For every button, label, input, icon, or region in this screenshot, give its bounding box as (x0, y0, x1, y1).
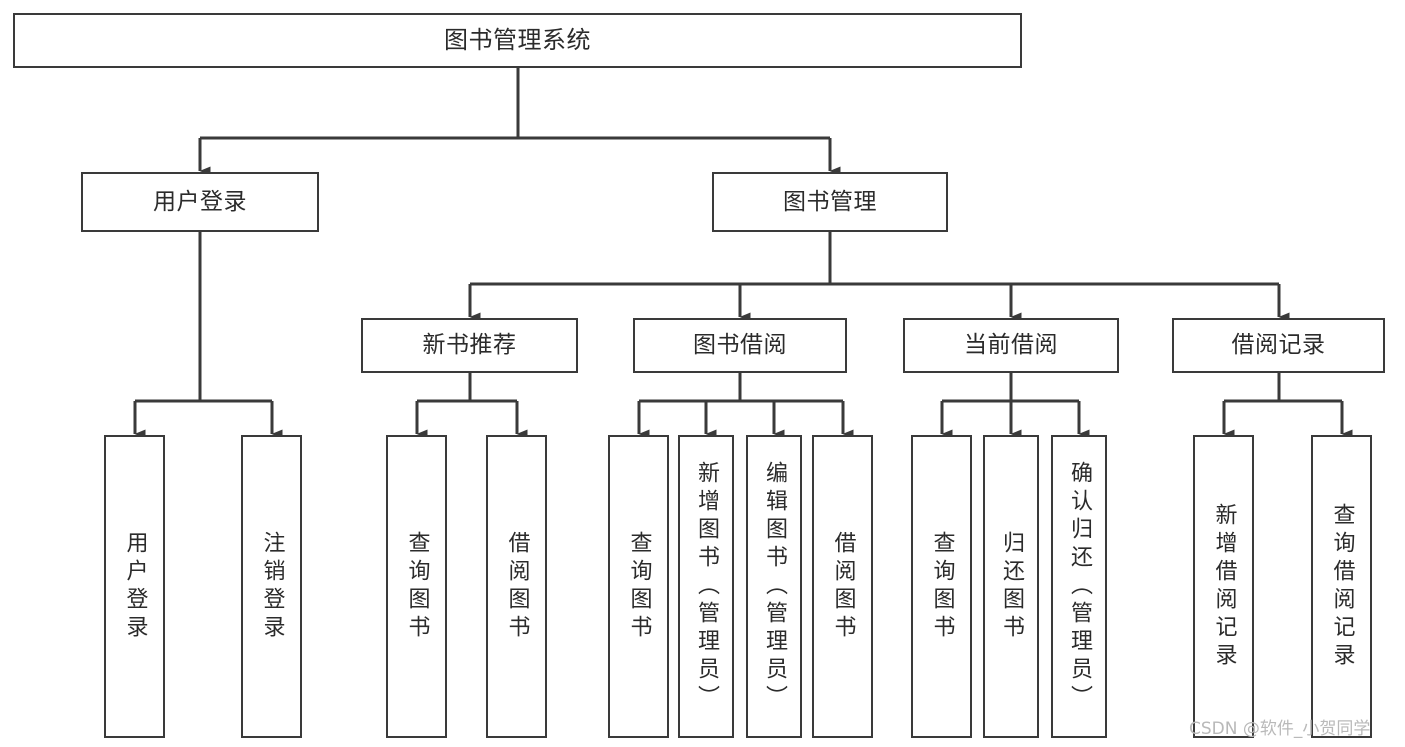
node-label-leaf-borrow-book-1: 借阅图书 (504, 530, 530, 643)
node-label-leaf-borrow-book-2: 借阅图书 (830, 530, 856, 643)
node-label-book-borrow: 图书借阅 (693, 332, 787, 359)
node-label-leaf-add-record: 新增借阅记录 (1211, 502, 1237, 671)
node-book-manage[interactable]: 图书管理 (712, 172, 948, 232)
edge-bus-borrow-record (1224, 373, 1342, 403)
node-label-leaf-query-book-3: 查询图书 (929, 530, 955, 643)
node-label-borrow-record: 借阅记录 (1231, 332, 1326, 359)
node-leaf-query-record[interactable]: 查询借阅记录 (1311, 435, 1372, 738)
node-leaf-query-book-2[interactable]: 查询图书 (608, 435, 669, 738)
node-label-current-borrow: 当前借阅 (964, 332, 1058, 359)
node-label-root: 图书管理系统 (444, 25, 591, 54)
node-leaf-query-book-1[interactable]: 查询图书 (386, 435, 447, 738)
edge-bus-book-borrow (639, 373, 843, 403)
node-new-book-rec[interactable]: 新书推荐 (361, 318, 578, 373)
edge-bus-user-login (135, 232, 272, 403)
node-user-login[interactable]: 用户登录 (81, 172, 319, 232)
node-label-leaf-user-login: 用户登录 (122, 530, 148, 643)
node-current-borrow[interactable]: 当前借阅 (903, 318, 1119, 373)
node-label-leaf-edit-book: 编辑图书（管理员） (762, 460, 787, 713)
csdn-watermark: CSDN @软件_小贺同学 (1189, 719, 1371, 739)
node-label-leaf-add-book: 新增图书（管理员） (694, 460, 719, 713)
node-leaf-user-logout[interactable]: 注销登录 (241, 435, 302, 738)
node-label-leaf-query-book-1: 查询图书 (404, 530, 430, 643)
node-leaf-borrow-book-2[interactable]: 借阅图书 (812, 435, 873, 738)
node-label-leaf-query-book-2: 查询图书 (626, 530, 652, 643)
node-leaf-confirm-return[interactable]: 确认归还（管理员） (1051, 435, 1107, 738)
node-label-leaf-return-book: 归还图书 (999, 530, 1024, 643)
edge-bus-current-borrow (942, 373, 1079, 403)
edge-bus-new-book-rec (417, 373, 517, 403)
node-leaf-query-book-3[interactable]: 查询图书 (911, 435, 972, 738)
node-leaf-return-book[interactable]: 归还图书 (983, 435, 1039, 738)
node-label-leaf-query-record: 查询借阅记录 (1329, 502, 1355, 671)
node-borrow-record[interactable]: 借阅记录 (1172, 318, 1385, 373)
node-leaf-borrow-book-1[interactable]: 借阅图书 (486, 435, 547, 738)
node-leaf-add-record[interactable]: 新增借阅记录 (1193, 435, 1254, 738)
node-label-leaf-confirm-return: 确认归还（管理员） (1067, 460, 1092, 713)
node-label-user-login: 用户登录 (153, 188, 247, 215)
node-label-leaf-user-logout: 注销登录 (259, 530, 285, 643)
edge-bus-root (200, 68, 830, 140)
node-label-new-book-rec: 新书推荐 (422, 332, 517, 359)
edge-bus-book-manage (470, 232, 1279, 286)
node-leaf-user-login[interactable]: 用户登录 (104, 435, 165, 738)
node-label-book-manage: 图书管理 (783, 188, 877, 215)
node-leaf-edit-book[interactable]: 编辑图书（管理员） (746, 435, 802, 738)
node-root[interactable]: 图书管理系统 (13, 13, 1022, 68)
node-leaf-add-book[interactable]: 新增图书（管理员） (678, 435, 734, 738)
edges-group (133, 68, 1353, 439)
node-book-borrow[interactable]: 图书借阅 (633, 318, 847, 373)
